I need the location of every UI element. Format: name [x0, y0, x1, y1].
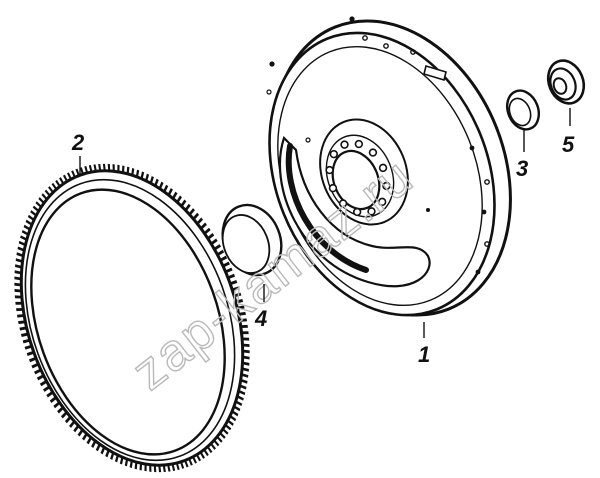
flywheel-crescent-recess [278, 135, 431, 288]
gear-tooth [241, 367, 249, 372]
hub-bolt-hole [382, 181, 391, 191]
gear-tooth [242, 355, 250, 360]
gear-tooth [112, 164, 115, 172]
gear-tooth [242, 337, 250, 341]
gear-tooth [14, 276, 22, 281]
gear-tooth [16, 252, 24, 258]
gear-tooth [102, 163, 106, 171]
hub-bolt-hole [325, 165, 334, 175]
callout-3: 3 [516, 156, 528, 181]
flywheel-rim-holes [266, 16, 490, 275]
gear-tooth [16, 307, 24, 312]
spacer-ring [506, 89, 540, 131]
ring-gear-inner-rim [30, 188, 226, 456]
flywheel [266, 16, 512, 317]
leader-lines [79, 108, 571, 338]
hub-bolt-hole [329, 149, 339, 159]
ring-gear-mid-edge [24, 178, 236, 462]
gear-tooth [98, 163, 102, 172]
callout-5: 5 [562, 132, 575, 157]
gear-tooth [239, 318, 248, 322]
gear-tooth [158, 465, 162, 473]
gear-tooth [14, 295, 22, 299]
gear-tooth [144, 463, 147, 472]
gear-tooth [171, 463, 176, 471]
gear-tooth [15, 264, 23, 269]
hub-bolt-hole [340, 140, 349, 149]
callout-1: 1 [418, 342, 430, 367]
gear-tooth [16, 314, 25, 318]
gear-tooth [14, 270, 22, 275]
gear-tooth [14, 282, 22, 287]
flywheel-key-slot [423, 64, 447, 82]
ring-gear [14, 163, 250, 473]
hub-bolt-hole [354, 139, 364, 149]
callout-4: 4 [254, 306, 267, 331]
gear-tooth [167, 464, 171, 472]
gear-tooth [15, 301, 23, 305]
gear-tooth [117, 164, 120, 173]
hub-bolt-hole [328, 183, 338, 193]
bushing [221, 203, 283, 277]
gear-tooth [241, 331, 249, 335]
gear-tooth [242, 349, 250, 354]
hub-bolt-hole [352, 207, 362, 217]
gear-tooth [149, 464, 152, 472]
callout-2: 2 [71, 130, 85, 155]
gear-tooth [15, 258, 23, 263]
gear-tooth [93, 164, 97, 172]
hub-bolt-hole [368, 148, 378, 157]
gear-tooth [241, 373, 249, 378]
bushing-inner [221, 214, 271, 274]
gear-tooth [139, 463, 143, 471]
gear-tooth [240, 378, 248, 384]
gear-tooth [175, 462, 180, 471]
hub-bolt-hole [338, 199, 348, 208]
gear-tooth [88, 165, 93, 173]
flywheel-hub-bolt-circle [325, 139, 391, 217]
gear-tooth [162, 464, 166, 473]
gear-tooth [240, 324, 248, 329]
gear-tooth [121, 165, 125, 173]
hub-bolt-hole [367, 207, 376, 216]
gear-tooth [107, 163, 111, 171]
gear-tooth [84, 165, 89, 174]
hub-bolt-hole [378, 163, 388, 173]
hub-bolt-hole [377, 197, 387, 207]
gear-tooth [242, 361, 250, 366]
gear-tooth [242, 343, 250, 347]
gear-tooth [153, 465, 157, 473]
gear-tooth [14, 289, 22, 293]
bearing [546, 59, 586, 105]
